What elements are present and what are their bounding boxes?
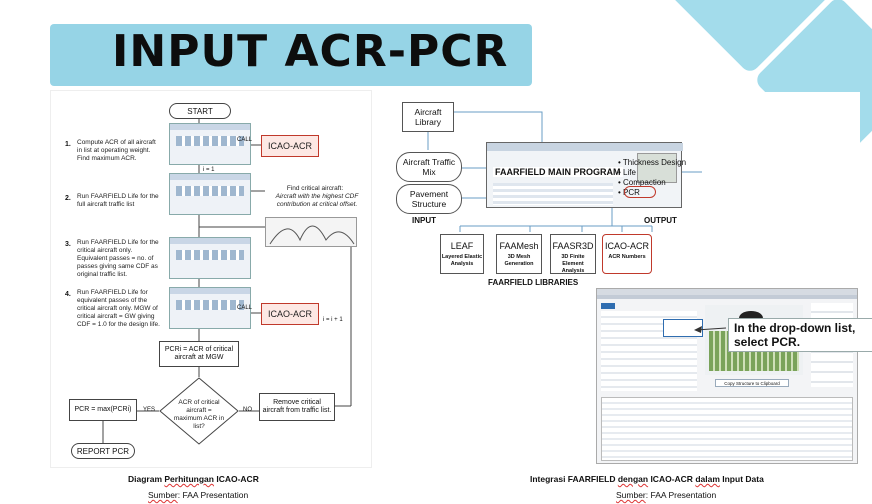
lib-faamesh-desc: 3D Mesh Generation <box>504 254 534 267</box>
start-node: START <box>169 103 231 119</box>
input-label: INPUT <box>412 216 436 225</box>
output-life-label: Life <box>623 168 636 177</box>
integration-connectors <box>427 111 702 232</box>
libraries-label: FAARFIELD LIBRARIES <box>488 278 579 287</box>
left-caption-source: Sumber: FAA Presentation <box>148 490 248 500</box>
output-label: OUTPUT <box>644 216 677 225</box>
left-caption-underlined: Perhitungan <box>164 474 214 484</box>
decision-text: ACR of critical aircraft = maximum ACR i… <box>173 399 225 430</box>
right-caption-underlined-2: dalam <box>695 474 720 484</box>
lib-faamesh-name: FAAMesh <box>499 241 539 251</box>
right-caption-title: Integrasi FAARFIELD dengan ICAO-ACR dala… <box>530 474 764 484</box>
pcr-i-box: PCRi = ACR of critical aircraft at MGW <box>159 341 239 367</box>
faarfield-integration-diagram: Aircraft Library Aircraft Traffic Mix Pa… <box>382 92 860 288</box>
step-4-number: 4. <box>65 291 71 298</box>
no-label: NO <box>243 407 252 413</box>
step-2-number: 2. <box>65 195 71 202</box>
step-2-screenshot <box>169 173 251 215</box>
main-program-plot <box>637 153 677 183</box>
step-1-number: 1. <box>65 141 71 148</box>
output-pcr-label: PCR <box>623 188 640 197</box>
step-3-screenshot <box>169 237 251 279</box>
right-caption-mid: ICAO-ACR <box>648 474 696 484</box>
output-item-pcr: • PCR <box>618 188 640 197</box>
lib-icao-acr-desc: ACR Numbers <box>608 254 646 260</box>
step-4-screenshot <box>169 287 251 329</box>
window-toolbar <box>597 295 857 299</box>
icao-acr-box-2: ICAO-ACR <box>261 303 319 325</box>
left-caption-post: ICAO-ACR <box>213 474 259 484</box>
right-source-underlined: Sumber <box>616 490 646 500</box>
lib-faasr3d-desc: 3D Finite Element Analysis <box>561 254 585 274</box>
right-caption-pre: Integrasi FAARFIELD <box>530 474 618 484</box>
left-caption-title: Diagram Perhitungan ICAO-ACR <box>128 474 259 484</box>
callout-arrow <box>694 326 727 333</box>
step-3-number: 3. <box>65 241 71 248</box>
pavement-structure-pill: Pavement Structure <box>396 184 462 214</box>
cdf-graph <box>265 217 357 247</box>
left-source-underlined: Sumber <box>148 490 178 500</box>
i-equals-1-label: i = 1 <box>203 167 215 173</box>
yes-label: YES <box>143 407 156 413</box>
icao-acr-box-1: ICAO-ACR <box>261 135 319 157</box>
main-program-toolbar <box>487 143 683 151</box>
find-critical-title: Find critical aircraft: <box>286 185 344 192</box>
dropdown-list <box>663 319 703 337</box>
step-3-text: Run FAARFIELD Life for the critical airc… <box>77 239 159 278</box>
remove-critical-box: Remove critical aircraft from traffic li… <box>259 393 335 421</box>
pcr-max-box: PCR = max(PCRi) <box>69 399 137 421</box>
right-source-post: : FAA Presentation <box>645 490 717 500</box>
title-banner <box>50 24 532 86</box>
right-caption-underlined-1: dengan <box>617 474 649 484</box>
acr-flowchart: START 1. Compute ACR of all aircraft in … <box>50 90 372 468</box>
lib-leaf-name: LEAF <box>450 241 474 251</box>
find-critical-desc: Aircraft with the highest CDF contributi… <box>275 193 359 208</box>
window-tab <box>601 303 615 309</box>
traffic-mix-pill: Aircraft Traffic Mix <box>396 152 462 182</box>
output-item-compaction: • Compaction <box>618 178 666 187</box>
right-caption-post: Input Data <box>719 474 764 484</box>
output-item-thickness: • Thickness Design <box>618 158 687 167</box>
output-thickness-label: Thickness Design <box>622 158 687 167</box>
step-1-screenshot <box>169 123 251 165</box>
copy-structure-button[interactable]: Copy Structure to Clipboard <box>715 379 789 387</box>
left-source-post: : FAA Presentation <box>177 490 249 500</box>
step-1-text: Compute ACR of all aircraft in list at o… <box>77 139 156 162</box>
call-label-2: CALL <box>237 305 253 311</box>
lib-icao-acr-name: ICAO-ACR <box>604 241 649 251</box>
main-program-grid <box>493 183 613 205</box>
lib-faamesh: FAAMesh 3D Mesh Generation <box>496 234 542 274</box>
step-4-text: Run FAARFIELD Life for equivalent passes… <box>77 289 160 328</box>
decision-diamond <box>159 377 239 445</box>
call-label-1: CALL <box>237 137 253 143</box>
lib-leaf-desc: Layered Elastic Analysis <box>441 254 483 267</box>
aircraft-library-box: Aircraft Library <box>402 102 454 132</box>
left-caption-pre: Diagram <box>128 474 165 484</box>
main-program-title: FAARFIELD MAIN PROGRAM <box>493 167 623 177</box>
output-item-life: • Life <box>618 168 636 177</box>
window-titlebar <box>597 289 857 295</box>
lib-faasr3d: FAASR3D 3D Finite Element Analysis <box>550 234 596 274</box>
report-pcr-node: REPORT PCR <box>71 443 135 459</box>
lib-faasr3d-name: FAASR3D <box>552 241 594 251</box>
right-caption-source: Sumber: FAA Presentation <box>616 490 716 500</box>
results-table <box>601 397 853 461</box>
cdf-curve <box>269 225 355 245</box>
dropdown-callout: In the drop-down list, select PCR. <box>728 318 872 352</box>
pcr-highlight-circle <box>624 186 656 198</box>
page-title: INPUT ACR-PCR <box>112 26 509 77</box>
step-2-text: Run FAARFIELD Life for the full aircraft… <box>77 193 159 208</box>
output-compaction-label: Compaction <box>623 178 666 187</box>
main-program-box: FAARFIELD MAIN PROGRAM <box>486 142 683 208</box>
lib-leaf: LEAF Layered Elastic Analysis <box>440 234 484 274</box>
i-increment-label: i = i + 1 <box>323 317 343 323</box>
faarfield-screenshot: Copy Structure to Clipboard <box>596 288 858 464</box>
lib-icao-acr: ICAO-ACR ACR Numbers <box>602 234 652 274</box>
